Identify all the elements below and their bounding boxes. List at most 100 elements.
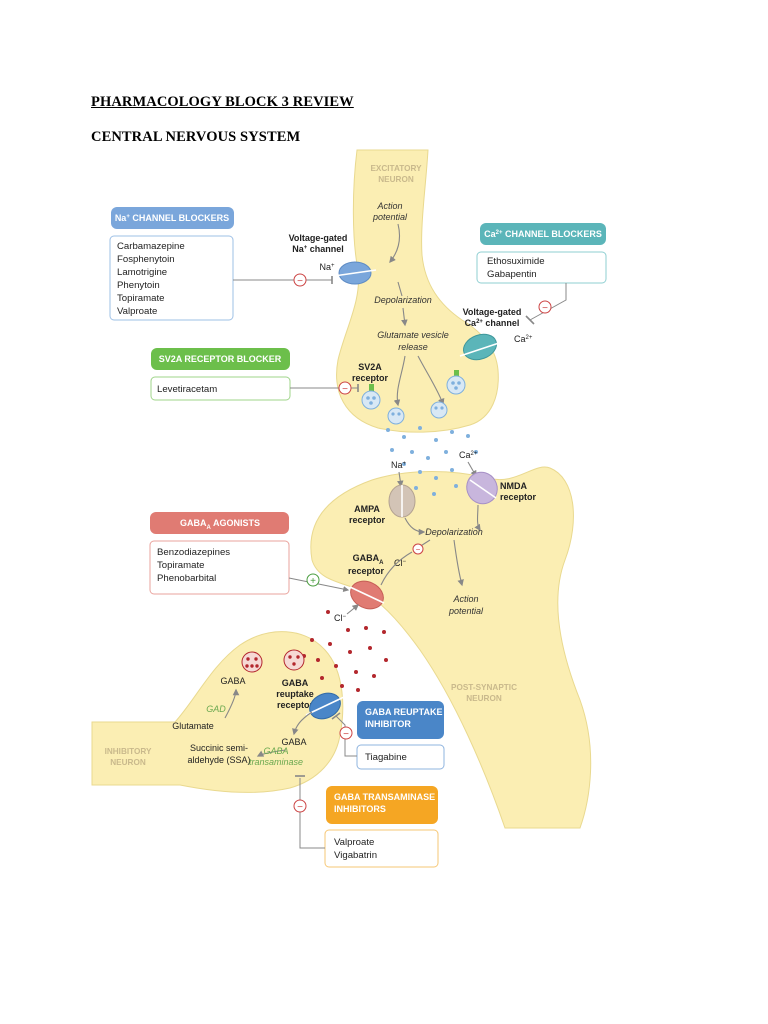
na-channel-blockers-title: Na+ CHANNEL BLOCKERS [115,213,229,223]
enhance-symbol: + [306,573,320,587]
svg-text:Ca2+ channel: Ca2+ channel [465,318,520,328]
gaba-vesicle [283,649,305,671]
sv2a-blocker-panel: SV2A RECEPTOR BLOCKER Levetiracetam [150,348,291,401]
svg-text:+: + [310,576,316,587]
gad-label: GAD [206,704,226,714]
svg-text:GABAA: GABAA [353,553,385,566]
document-subtitle: CENTRAL NERVOUS SYSTEM [91,129,301,145]
cl-ion-cleft-label: Cl− [334,613,347,623]
na-ion-label: Na+ [391,460,407,470]
gaba-reuptake-inhibitor-panel: GABA REUPTAKE INHIBITOR Tiagabine [356,701,445,770]
drug-item: Topiramate [157,560,204,571]
post-depolarization-label: Depolarization [425,527,483,537]
postsynaptic-neuron-label: POST-SYNAPTIC NEURON [451,683,517,703]
document-title: PHARMACOLOGY BLOCK 3 REVIEW [91,94,354,110]
svg-text:−: − [416,545,421,554]
svg-text:−: − [342,384,348,395]
svg-text:GABA: GABA [263,746,288,756]
ca-channel [463,333,497,361]
gaba-reuptake-receptor-label: GABA reuptake receptor [276,678,314,710]
svg-text:NEURON: NEURON [466,694,502,703]
svg-text:reuptake: reuptake [276,689,314,699]
drug-item: Fosphenytoin [117,254,175,265]
drug-item: Lamotrigine [117,267,167,278]
excitatory-neuron [336,149,499,433]
svg-text:Na+ channel: Na+ channel [292,244,344,254]
synaptic-vesicle [446,370,466,395]
synaptic-vesicle [430,401,448,419]
glutamate-label: Glutamate [172,721,214,731]
svg-text:receptor: receptor [348,566,385,576]
drug-item: Valproate [334,837,374,848]
svg-text:INHIBITORY: INHIBITORY [105,747,152,756]
cl-ion-label: Cl− [394,558,407,568]
gaba-transaminase-inhibitors-panel: GABA TRANSAMINASE INHIBITORS Valproate V… [324,786,439,868]
svg-text:receptor: receptor [349,515,386,525]
drug-item: Tiagabine [365,752,407,763]
ssa-label: Succinic semi- aldehyde (SSA) [187,743,250,765]
ampa-receptor-label: AMPA receptor [349,504,386,525]
svg-text:Voltage-gated: Voltage-gated [289,233,348,243]
inhibit-symbol: − [412,543,424,555]
ca-channel-label: Voltage-gated Ca2+ channel Ca2+ [463,307,533,344]
inhibit-symbol: − [293,273,307,287]
gaba-vesicle [241,651,263,673]
gaba-transaminase-title-line1: GABA TRANSAMINASE [334,792,435,802]
gaba-transaminase-label: GABA transaminase [249,746,303,767]
na-channel-label: Voltage-gated Na+ channel Na+ [289,233,348,272]
sv2a-receptor-label: SV2A receptor [352,362,389,383]
inhibit-symbol: − [338,381,352,395]
svg-text:NEURON: NEURON [378,175,414,184]
svg-text:Action: Action [376,201,402,211]
action-potential-label: Action potential [372,201,408,222]
drug-item: Ethosuximide [487,256,545,267]
depolarization-label: Depolarization [374,295,432,305]
drug-item: Benzodiazepines [157,547,230,558]
gaba-transaminase-title-line2: INHIBITORS [334,804,386,814]
drug-item: Topiramate [117,293,164,304]
glutamate-release-label: Glutamate vesicle release [377,330,449,352]
glutamate-molecules [386,426,478,496]
svg-text:aldehyde (SSA): aldehyde (SSA) [187,755,250,765]
gaba-a-agonists-panel: GABAA AGONISTS Benzodiazepines Topiramat… [149,512,290,595]
svg-text:NMDA: NMDA [500,481,527,491]
inhibitory-neuron-label: INHIBITORY NEURON [105,747,152,767]
svg-text:AMPA: AMPA [354,504,380,514]
postsynaptic-neuron [310,466,592,829]
svg-text:release: release [398,342,428,352]
svg-text:receptor: receptor [500,492,537,502]
ca-channel-blockers-panel: Ca2+ CHANNEL BLOCKERS Ethosuximide Gabap… [476,223,607,284]
drug-item: Carbamazepine [117,241,185,252]
gaba-internal-label: GABA [281,737,306,747]
sv2a-blocker-title: SV2A RECEPTOR BLOCKER [159,354,282,364]
svg-text:Glutamate vesicle: Glutamate vesicle [377,330,449,340]
excitatory-neuron-label: EXCITATORY NEURON [370,164,422,184]
svg-text:NEURON: NEURON [110,758,146,767]
svg-text:potential: potential [448,606,484,616]
svg-text:receptor: receptor [277,700,314,710]
svg-text:Succinic semi-: Succinic semi- [190,743,248,753]
na-channel-blockers-panel: Na+ CHANNEL BLOCKERS Carbamazepine Fosph… [109,207,234,321]
svg-text:SV2A: SV2A [358,362,382,372]
drug-item: Gabapentin [487,269,537,280]
inhibit-symbol: − [339,726,353,740]
inhibitory-neuron [91,631,344,793]
gaba-reuptake-title-line1: GABA REUPTAKE [365,707,443,717]
svg-text:GABA: GABA [282,678,309,688]
svg-text:−: − [297,802,303,813]
svg-text:receptor: receptor [352,373,389,383]
svg-text:−: − [343,729,349,740]
gaba-a-receptor-label: GABAA receptor [348,553,385,576]
svg-text:potential: potential [372,212,408,222]
drug-item: Valproate [117,306,157,317]
drug-item: Vigabatrin [334,850,377,861]
inhibit-symbol: − [538,300,552,314]
svg-text:−: − [297,276,303,287]
svg-text:−: − [542,303,548,314]
gaba-a-agonists-title: GABAA AGONISTS [180,518,260,531]
drug-item: Phenobarbital [157,573,216,584]
svg-text:transaminase: transaminase [249,757,303,767]
gaba-label: GABA [220,676,245,686]
synaptic-vesicle [387,407,405,425]
